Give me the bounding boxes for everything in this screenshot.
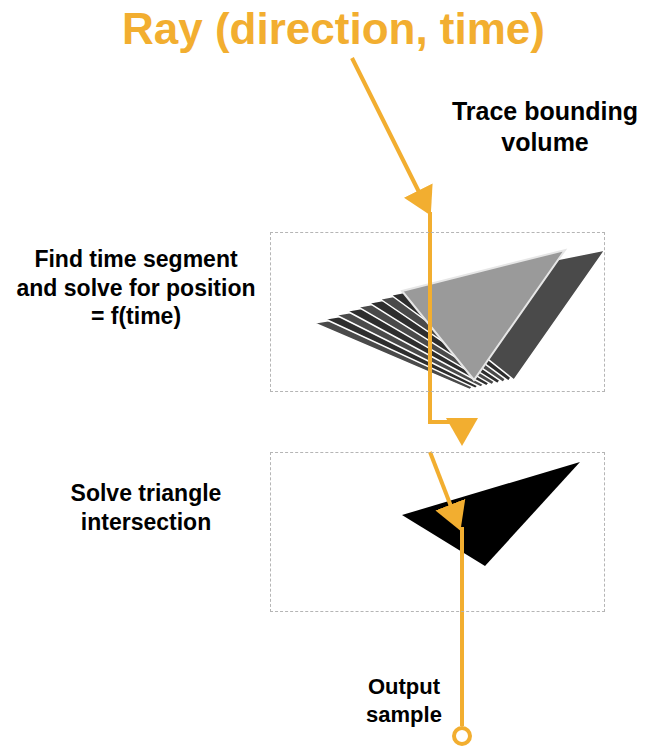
step-label: Trace bounding volume — [430, 96, 660, 159]
ray-segment — [428, 212, 432, 392]
ray-connector — [460, 612, 464, 726]
front-triangle — [402, 250, 565, 380]
ray-segment — [460, 527, 464, 612]
triangle-copy — [402, 250, 605, 380]
moving-triangle-stack — [314, 250, 605, 390]
ray-segment — [352, 58, 429, 212]
ray-connector — [430, 392, 462, 442]
solved-triangle — [402, 462, 580, 566]
node-label: Solve triangle intersection — [31, 479, 261, 537]
node-label: Find time segment and solve for position… — [11, 245, 261, 331]
ray-segment — [430, 452, 459, 527]
step-box: Find time segment and solve for position… — [270, 232, 605, 392]
diagram-title: Ray (direction, time) — [0, 4, 667, 54]
step-box: Solve triangle intersection — [270, 452, 605, 612]
output-circle: Output sample — [452, 726, 472, 746]
node-label: Output sample — [364, 673, 444, 728]
